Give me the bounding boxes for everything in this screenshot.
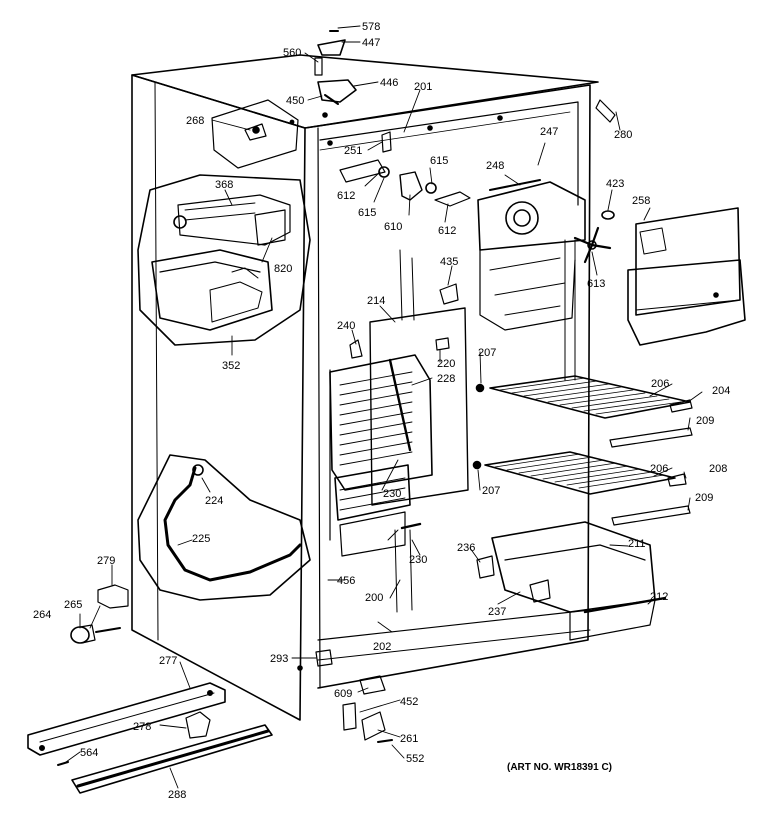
label-264: 264 [33,609,51,621]
label-228: 228 [437,373,455,385]
label-211: 211 [628,538,646,550]
air-damper-housing [477,179,586,331]
label-820: 820 [274,263,292,275]
label-207-upper: 207 [478,347,496,359]
top-hinge-assembly [314,30,357,105]
label-268: 268 [186,115,204,127]
label-230-lower: 230 [409,554,427,566]
label-240: 240 [337,320,355,332]
label-609: 609 [334,688,352,700]
label-247: 247 [540,126,558,138]
label-206-lower: 206 [650,463,668,475]
shelf-lower [472,451,691,526]
label-200: 200 [365,592,383,604]
label-251: 251 [344,145,362,157]
label-224: 224 [205,495,223,507]
label-208: 208 [709,463,727,475]
roller-parts [70,624,121,644]
label-564: 564 [80,747,98,759]
label-612-right: 612 [438,225,456,237]
label-446: 446 [380,77,398,89]
label-552: 552 [406,753,424,765]
label-615-bottom: 615 [358,207,376,219]
shelf-upper [475,375,693,448]
art-number-caption: (ART NO. WR18391 C) [507,762,613,773]
label-293: 293 [270,653,288,665]
label-206-upper: 206 [651,378,669,390]
label-435: 435 [440,256,458,268]
part-279-clip [97,584,129,609]
evaporator-cover [627,207,746,346]
label-615-top: 615 [430,155,448,167]
liner-small-parts [339,99,616,305]
ice-maker-enclosure [137,174,311,346]
label-423: 423 [606,178,624,190]
toe-grille [71,724,273,794]
label-450: 450 [286,95,304,107]
label-280: 280 [614,129,632,141]
label-288: 288 [168,789,186,801]
label-447: 447 [362,37,380,49]
base-rail [27,682,226,756]
label-207-lower: 207 [482,485,500,497]
part-564-screw [57,761,69,766]
label-201: 201 [414,81,432,93]
label-225: 225 [192,533,210,545]
evaporator-assembly [329,307,469,557]
label-261: 261 [400,733,418,745]
label-452: 452 [400,696,418,708]
cabinet-body [131,54,599,721]
bottom-hinge-parts [315,649,393,743]
label-352: 352 [222,360,240,372]
label-368: 368 [215,179,233,191]
label-230-upper: 230 [383,488,401,500]
label-214: 214 [367,295,385,307]
label-202: 202 [373,641,391,653]
part-labels: 578 447 560 446 450 201 268 251 247 280 … [33,21,730,801]
label-279: 279 [97,555,115,567]
label-236: 236 [457,542,475,554]
label-578: 578 [362,21,380,33]
leader-lines [65,25,703,789]
label-212: 212 [650,591,668,603]
label-209-lower: 209 [695,492,713,504]
label-612-left: 612 [337,190,355,202]
label-560: 560 [283,47,301,59]
water-tube-enclosure [137,454,311,601]
label-613: 613 [587,278,605,290]
label-248: 248 [486,160,504,172]
label-278: 278 [133,721,151,733]
label-220: 220 [437,358,455,370]
control-bracket-area [211,99,299,169]
label-277: 277 [159,655,177,667]
label-204: 204 [712,385,730,397]
label-258: 258 [632,195,650,207]
label-265: 265 [64,599,82,611]
label-209-upper: 209 [696,415,714,427]
label-237: 237 [488,606,506,618]
label-610: 610 [384,221,402,233]
part-278-bracket [185,711,211,739]
label-456: 456 [337,575,355,587]
